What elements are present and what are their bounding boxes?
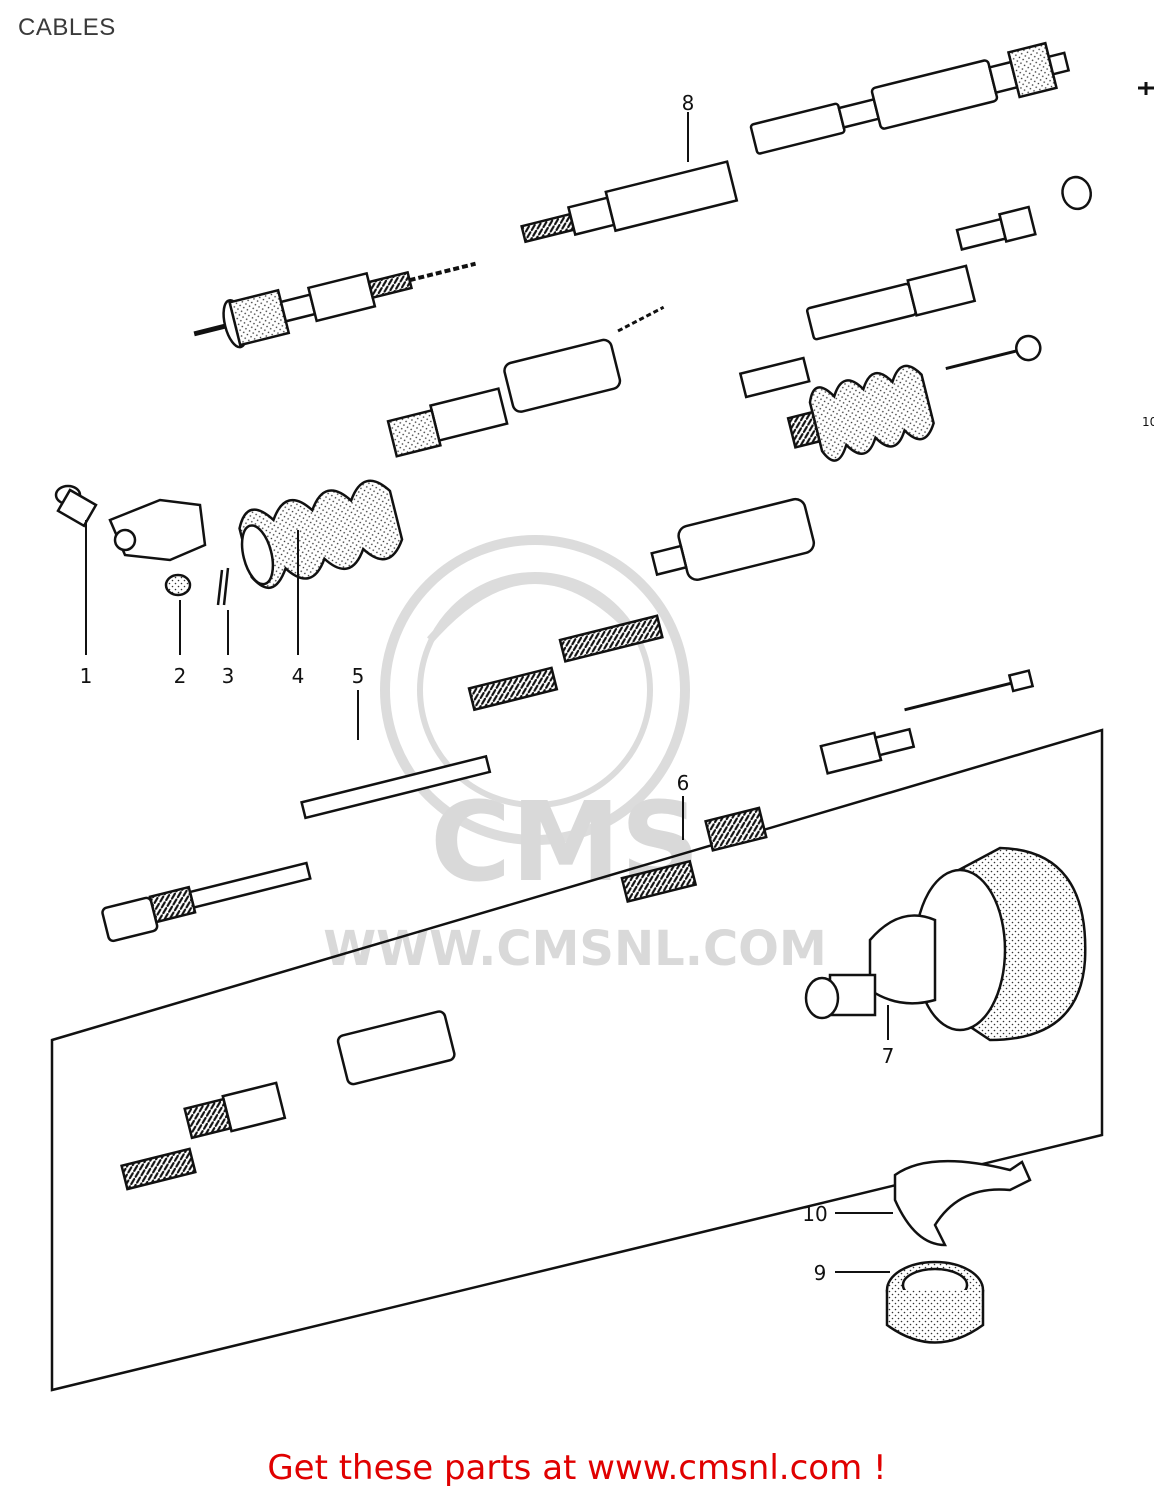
callout-9: 9 (814, 1261, 827, 1285)
part-1-pin (54, 484, 98, 655)
part-8-speedometer-cable (193, 41, 1071, 349)
page-title: CABLES (18, 14, 116, 41)
watermark: CMS WWW.CMSNL.COM (323, 535, 827, 977)
edge-marks: 10 (1138, 82, 1154, 429)
callout-5: 5 (352, 664, 365, 688)
callout-3: 3 (222, 664, 235, 688)
part-10-clamp (835, 1159, 1032, 1247)
part-5-cable (101, 334, 1042, 943)
part-9-grommet (835, 1260, 985, 1344)
callout-4: 4 (292, 664, 305, 688)
callout-2: 2 (174, 664, 187, 688)
edge-ref-label: 10 (1142, 415, 1154, 429)
part-6-cable (120, 669, 1035, 1191)
part-4-cable (238, 175, 1092, 655)
callout-10: 10 (802, 1202, 827, 1226)
watermark-url: WWW.CMSNL.COM (323, 921, 827, 977)
part-2-nut (164, 573, 192, 655)
callout-8: 8 (682, 91, 695, 115)
part-7-drum (804, 846, 1087, 1042)
footer-link-text[interactable]: Get these parts at www.cmsnl.com ! (267, 1448, 887, 1488)
callout-1: 1 (80, 664, 93, 688)
part-3-cotter-pin (216, 567, 230, 655)
callout-7: 7 (882, 1044, 895, 1068)
clevis (108, 498, 207, 562)
callout-6: 6 (677, 771, 690, 795)
